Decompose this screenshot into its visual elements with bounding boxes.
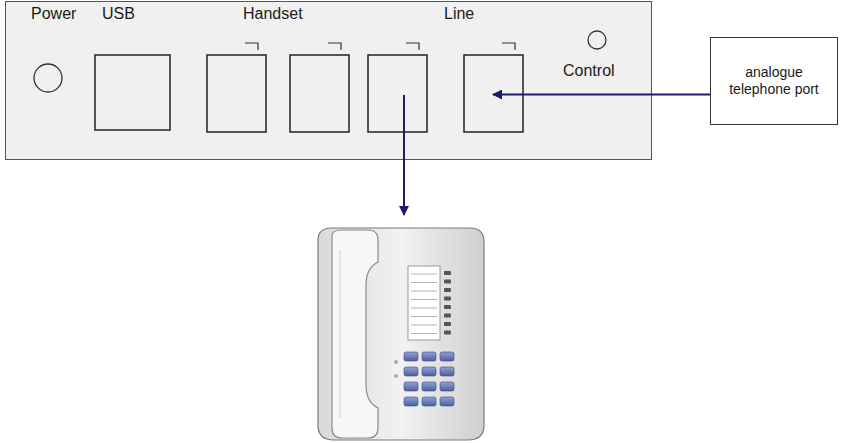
power-socket	[34, 64, 62, 92]
port-name: analogue telephone port	[711, 64, 837, 99]
control-button	[588, 31, 606, 49]
port-label: Line	[444, 5, 474, 23]
jack-bracket	[245, 43, 258, 50]
device-panel: Power USB Handset LineControl	[5, 1, 652, 160]
rj-jack	[290, 55, 349, 132]
port-box: analogue telephone port	[710, 37, 838, 125]
port-label: Power	[31, 5, 76, 23]
port-label: Control	[563, 62, 615, 80]
panel-hardware	[5, 1, 652, 160]
jack-bracket	[406, 43, 419, 50]
usb-socket	[95, 55, 170, 130]
jack-bracket	[502, 43, 515, 50]
rj-jack	[464, 55, 523, 132]
port-label: Handset	[243, 5, 303, 23]
rj-jack	[207, 55, 266, 132]
rj-jack	[368, 55, 427, 132]
jack-bracket	[328, 43, 341, 50]
port-label: USB	[102, 5, 135, 23]
